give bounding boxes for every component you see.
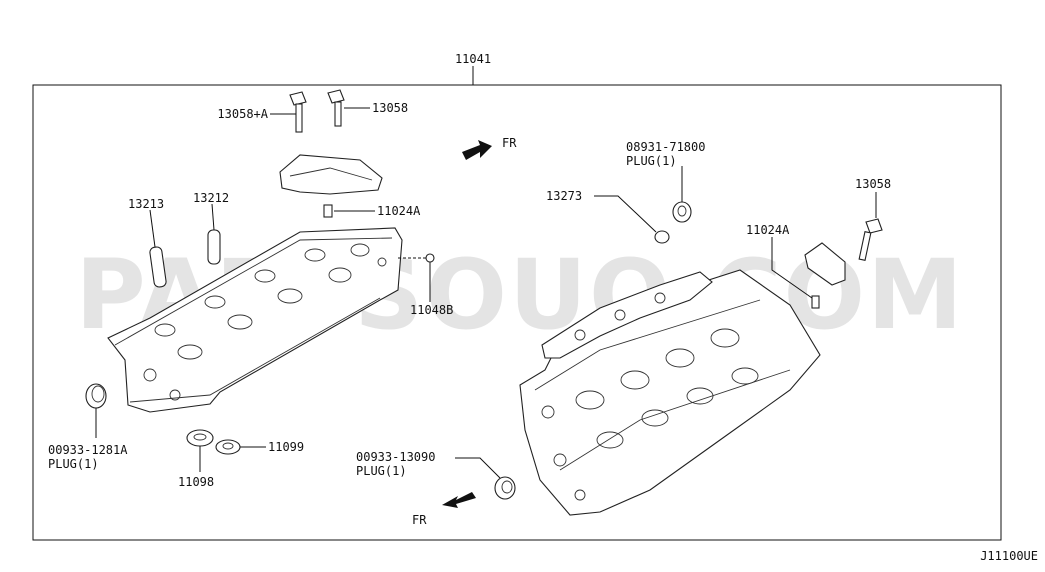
label-plug-left-num[interactable]: 00933-1281A xyxy=(48,443,128,457)
label-seal-1[interactable]: 11098 xyxy=(178,475,214,489)
guide-13213[interactable] xyxy=(149,246,167,288)
label-bolt-b[interactable]: 13058 xyxy=(372,101,408,115)
bolt-right[interactable] xyxy=(858,218,883,261)
label-seal-2[interactable]: 11099 xyxy=(268,440,304,454)
seal-11098[interactable] xyxy=(186,429,214,447)
bolt-13058[interactable] xyxy=(327,89,345,127)
gasket-13273[interactable] xyxy=(654,230,670,244)
label-gasket[interactable]: 13273 xyxy=(546,189,582,203)
plug-left[interactable] xyxy=(85,383,107,409)
dowel-right[interactable] xyxy=(811,295,820,309)
assembly-frame xyxy=(32,84,1002,541)
dowel-left[interactable] xyxy=(323,204,333,218)
label-plug-bottom-desc[interactable]: PLUG(1) xyxy=(356,464,407,478)
diagram-code: J11100UE xyxy=(980,549,1038,563)
label-plug-bottom-num[interactable]: 00933-13090 xyxy=(356,450,435,464)
label-guide-1[interactable]: 13213 xyxy=(128,197,164,211)
seal-11099[interactable] xyxy=(215,439,241,455)
label-dowel-left[interactable]: 11024A xyxy=(377,204,421,218)
label-bolt-right[interactable]: 13058 xyxy=(855,177,891,191)
label-cap-left[interactable]: 11048B xyxy=(410,303,453,317)
plug-bottom[interactable] xyxy=(494,476,516,500)
label-bolt-a[interactable]: 13058+A xyxy=(217,107,268,121)
main-part-number[interactable]: 11041 xyxy=(455,52,491,66)
guide-13212[interactable] xyxy=(207,229,221,265)
label-plug-top-num[interactable]: 08931-71800 xyxy=(626,140,705,154)
cap-11048b[interactable] xyxy=(425,253,435,263)
cam-bracket-left[interactable] xyxy=(279,154,383,195)
fr-arrow-bottom-icon xyxy=(442,492,476,508)
label-guide-2[interactable]: 13212 xyxy=(193,191,229,205)
plug-top[interactable] xyxy=(672,201,692,223)
cam-bracket-right[interactable] xyxy=(804,242,846,286)
label-dowel-right[interactable]: 11024A xyxy=(746,223,790,237)
fr-label-bottom: FR xyxy=(412,513,427,527)
bolt-13058-a[interactable] xyxy=(289,91,307,133)
left-cylinder-head[interactable] xyxy=(107,227,403,413)
label-plug-left-desc[interactable]: PLUG(1) xyxy=(48,457,99,471)
fr-arrow-top-icon xyxy=(462,140,492,160)
fr-label-top: FR xyxy=(502,136,517,150)
label-plug-top-desc[interactable]: PLUG(1) xyxy=(626,154,677,168)
